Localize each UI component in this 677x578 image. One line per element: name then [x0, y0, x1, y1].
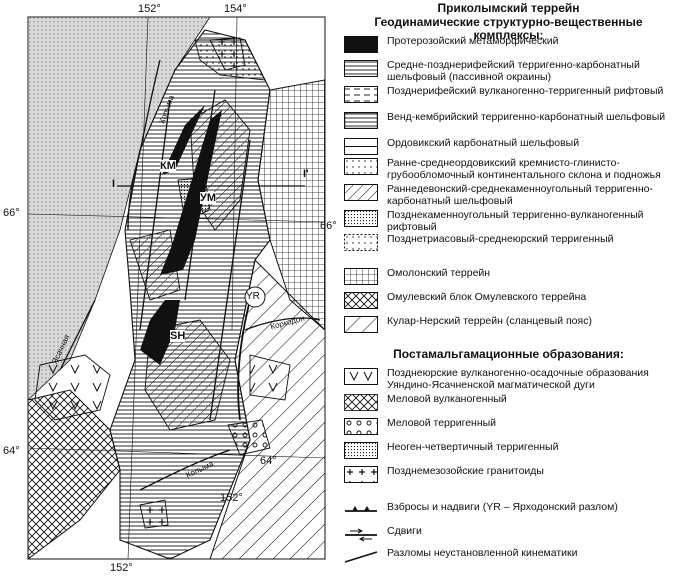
legend-item-cretaceous-volcanic: Меловой вулканогенный [344, 393, 674, 411]
swatch-cretaceous-terrigenous [344, 418, 378, 435]
swatch-devonian-carboniferous [344, 184, 378, 201]
legend-text: Кулар-Нерский террейн (сланцевый пояс) [387, 315, 592, 327]
swatch-proterozoic [344, 36, 378, 53]
label-i-prime: I' [303, 168, 309, 180]
swatch-granitoids [344, 466, 378, 483]
legend-item-riphean-shelf: Средне-позднерифейский терригенно-карбон… [344, 59, 674, 83]
swatch-late-carboniferous [344, 210, 378, 227]
cretaceous-terrigenous [227, 419, 271, 456]
legend-post-title: Постамальгамационные образования: [393, 347, 624, 361]
legend-item-ordovician: Ордовикский карбонатный шельфовый [344, 137, 674, 155]
lon-152-inner: 152° [220, 492, 243, 504]
swatch-vendian-cambrian [344, 112, 378, 129]
swatch-ordovician [344, 138, 378, 155]
graticule-64 [27, 447, 326, 459]
lon-152-top: 152° [138, 3, 161, 15]
legend-text: Сдвиги [387, 525, 422, 537]
label-sh: SH [170, 330, 186, 342]
river-yasachnaya [59, 299, 96, 371]
legend-text: Позднекаменноугольный терригенно-вулкано… [387, 209, 644, 233]
legend-item-thrusts: Взбросы и надвиги (YR – Ярходонский разл… [344, 501, 674, 519]
legend-text: Протерозойский метаморфический [387, 35, 559, 47]
legend-item-triassic-jurassic: Позднетриасовый-среднеюрский терригенный [344, 233, 674, 251]
swatch-cretaceous-volcanic [344, 394, 378, 411]
legend-text: Средне-позднерифейский терригенно-карбон… [387, 59, 640, 83]
legend-text: Ордовикский карбонатный шельфовый [387, 137, 580, 149]
lat-66-right: 66° [320, 220, 337, 232]
swatch-omolon [344, 268, 378, 285]
swatch-riphean-shelf [344, 60, 378, 77]
lat-64-right: 64° [260, 455, 277, 467]
label-km: КМ [160, 160, 176, 172]
legend-item-kular-nera: Кулар-Нерский террейн (сланцевый пояс) [344, 315, 674, 333]
legend-item-ordovician-slope: Ранне-среднеордовикский кремнисто-глинис… [344, 157, 674, 181]
label-i: I [112, 178, 116, 190]
granitoid-south [139, 499, 169, 529]
legend-text: Позднерифейский вулканогенно-терригенный… [387, 85, 664, 97]
legend: Приколымский террейн Геодинамические стр… [340, 0, 677, 578]
strike-slip-symbol-icon [345, 528, 377, 542]
legend-text: Раннедевонский-среднекаменноугольный тер… [387, 183, 653, 207]
legend-text: Меловой терригенный [387, 417, 497, 429]
swatch-riphean-rift [344, 86, 378, 103]
river-korkodon [244, 317, 321, 331]
swatch-kular-nera [344, 316, 378, 333]
legend-text: Венд-кембрийский терригенно-карбонатный … [387, 111, 666, 123]
swatch-triassic-jurassic [344, 234, 378, 251]
legend-item-proterozoic: Протерозойский метаморфический [344, 35, 674, 53]
legend-text: Неоген-четвертичный терригенный [387, 441, 559, 453]
graticule-152 [127, 16, 149, 560]
legend-text: Омолонский террейн [387, 267, 491, 279]
legend-text: Разломы неустановленной кинематики [387, 547, 578, 559]
map-canvas [27, 16, 326, 560]
legend-item-cretaceous-terrigenous: Меловой терригенный [344, 417, 674, 435]
swatch-ordovician-slope [344, 158, 378, 175]
volcanic-unit-east [249, 354, 291, 401]
yr-badge [244, 286, 266, 308]
river-kolyma [127, 59, 161, 231]
swatch-late-jurassic-arc [344, 368, 378, 385]
legend-text: Омулевский блок Омулевского террейна [387, 291, 587, 303]
lon-154-top: 154° [224, 3, 247, 15]
legend-text: Позднемезозойские гранитоиды [387, 465, 544, 477]
legend-item-late-carboniferous: Позднекаменноугольный терригенно-вулкано… [344, 209, 674, 233]
uyandino-yasachnaya-arc [34, 354, 111, 421]
legend-item-omulevsky: Омулевский блок Омулевского террейна [344, 291, 674, 309]
legend-subtitle: Геодинамические структурно-вещественные … [374, 15, 643, 42]
fault-symbol-icon [344, 551, 378, 563]
legend-text: Позднеюрские вулканогенно-осадочные обра… [387, 367, 649, 391]
geologic-map: 152° 154° 152° 152° 66° 64° 66° 64° КМ У… [3, 3, 337, 574]
swatch-omulevsky [344, 292, 378, 309]
graticule-66 [27, 213, 326, 223]
legend-item-neogene: Неоген-четвертичный терригенный [344, 441, 674, 459]
legend-text: Взбросы и надвиги (YR – Ярходонский разл… [387, 501, 618, 513]
label-yr: YR [246, 291, 260, 302]
legend-text: Меловой вулканогенный [387, 393, 507, 405]
lat-64-left: 64° [3, 445, 20, 457]
proterozoic-sliver-km [162, 105, 205, 175]
legend-title: Приколымский террейн [437, 1, 580, 15]
legend-item-omolon: Омолонский террейн [344, 267, 674, 285]
thrust-symbol-icon [345, 506, 377, 512]
legend-item-late-jurassic-arc: Позднеюрские вулканогенно-осадочные обра… [344, 367, 674, 391]
lat-66-left: 66° [3, 207, 20, 219]
river-kolyma-south [139, 449, 231, 491]
label-ym: УМ [200, 192, 217, 204]
legend-item-granitoids: Позднемезозойские гранитоиды [344, 465, 674, 483]
swatch-neogene [344, 442, 378, 459]
legend-item-faults: Разломы неустановленной кинематики [344, 547, 674, 565]
legend-item-devonian-carboniferous: Раннедевонский-среднекаменноугольный тер… [344, 183, 674, 207]
lon-152-bottom: 152° [110, 562, 133, 574]
yarkhodon-fault [237, 299, 251, 421]
legend-item-vendian-cambrian: Венд-кембрийский терригенно-карбонатный … [344, 111, 674, 129]
legend-item-riphean-rift: Позднерифейский вулканогенно-терригенный… [344, 85, 674, 103]
graticule-154 [231, 16, 238, 331]
legend-text: Позднетриасовый-среднеюрский терригенный [387, 233, 614, 245]
proterozoic-sliver-sh [140, 300, 180, 365]
devonian-unit-west [129, 229, 181, 301]
legend-item-strike-slip: Сдвиги [344, 525, 674, 543]
legend-text: Ранне-среднеордовикский кремнисто-глинис… [387, 157, 661, 181]
